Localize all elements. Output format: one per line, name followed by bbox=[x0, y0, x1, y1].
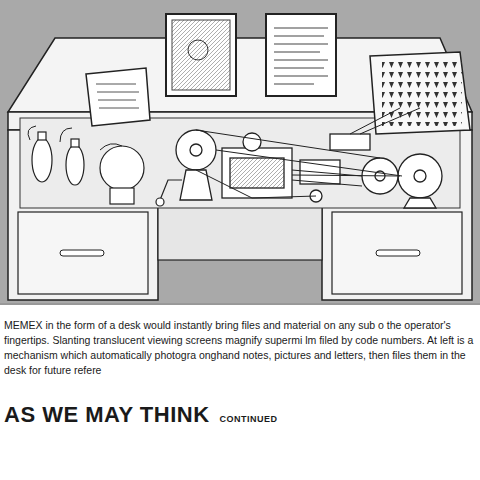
caption-text: MEMEX in the form of a desk would instan… bbox=[4, 318, 474, 378]
title-row: AS WE MAY THINK CONTINUED bbox=[4, 402, 278, 428]
continued-label: CONTINUED bbox=[220, 414, 278, 424]
article-title: AS WE MAY THINK bbox=[4, 402, 210, 428]
